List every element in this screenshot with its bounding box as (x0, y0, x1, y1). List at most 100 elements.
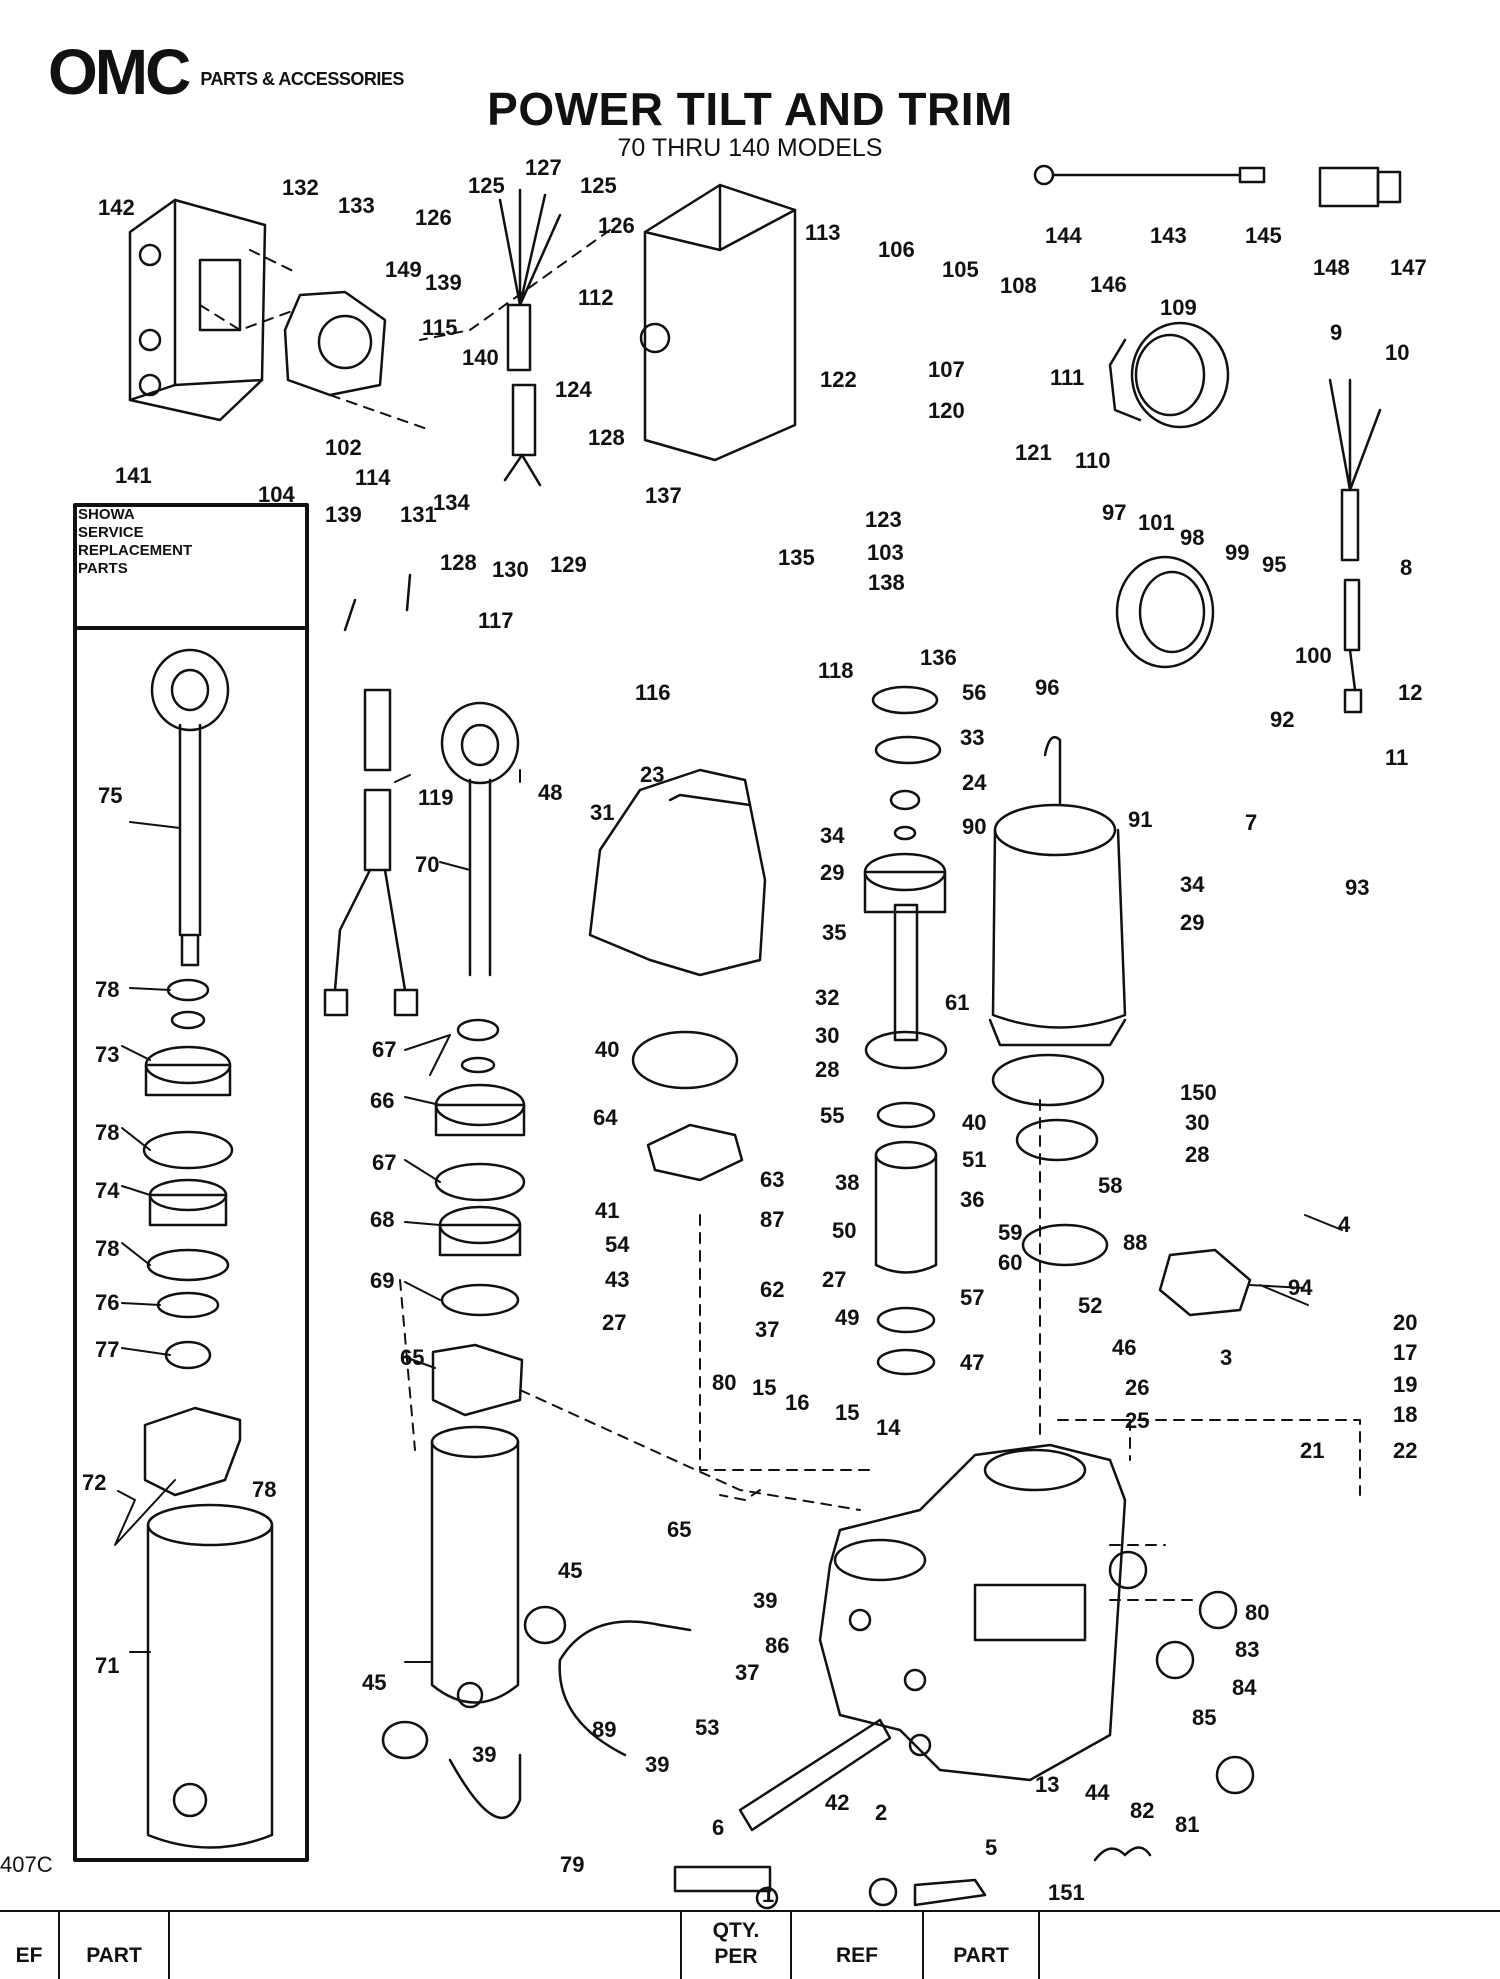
callout-100: 100 (1295, 643, 1332, 668)
callout-59: 59 (998, 1220, 1022, 1245)
callout-105: 105 (942, 257, 979, 282)
line-89 (558, 1620, 692, 1757)
callout-99: 99 (1225, 540, 1249, 565)
assembly-line-8 (249, 249, 431, 431)
callout-103: 103 (867, 540, 904, 565)
callout-69: 69 (370, 1268, 394, 1293)
callout-94: 94 (1288, 1275, 1313, 1300)
trailer-harness (1328, 378, 1382, 714)
callout-126b: 126 (598, 213, 635, 238)
callout-55: 55 (820, 1103, 844, 1128)
callout-78d: 78 (252, 1477, 276, 1502)
callout-108: 108 (1000, 273, 1037, 298)
callout-60: 60 (998, 1250, 1022, 1275)
callout-70: 70 (415, 852, 439, 877)
assembly-line-3 (719, 1489, 761, 1501)
callout-31: 31 (590, 800, 614, 825)
callout-139a: 139 (425, 270, 462, 295)
callout-125a: 125 (468, 173, 505, 198)
manifold-88 (1021, 1223, 1109, 1267)
callout-104: 104 (258, 482, 295, 507)
cable-pair (323, 573, 419, 1017)
callout-145: 145 (1245, 223, 1282, 248)
callout-137: 137 (645, 483, 682, 508)
callout-136: 136 (920, 645, 957, 670)
callout-133: 133 (338, 193, 375, 218)
callout-50: 50 (832, 1218, 856, 1243)
callout-139b: 139 (325, 502, 362, 527)
callout-27b: 27 (602, 1310, 626, 1335)
callout-150: 150 (1180, 1080, 1217, 1105)
callout-39b: 39 (472, 1742, 496, 1767)
callout-82: 82 (1130, 1798, 1154, 1823)
callout-61: 61 (945, 990, 969, 1015)
callout-45a: 45 (558, 1558, 582, 1583)
panel-title-text: SHOWA SERVICE REPLACEMENT PARTS (78, 506, 193, 577)
callout-43: 43 (605, 1267, 629, 1292)
callout-135: 135 (778, 545, 815, 570)
callout-54: 54 (605, 1232, 630, 1257)
pump-stack (863, 685, 948, 1376)
o-ring-right (991, 1053, 1105, 1107)
callout-95: 95 (1262, 552, 1286, 577)
callout-129: 129 (550, 552, 587, 577)
callout-39c: 39 (645, 1752, 669, 1777)
callout-33: 33 (960, 725, 984, 750)
callout-128b: 128 (440, 550, 477, 575)
callout-71: 71 (95, 1653, 119, 1678)
callout-66: 66 (370, 1088, 394, 1113)
callout-56: 56 (962, 680, 986, 705)
lead-wires (1033, 164, 1402, 208)
callout-119: 119 (418, 785, 454, 810)
callout-29a: 29 (1180, 910, 1204, 935)
callout-147: 147 (1390, 255, 1427, 280)
callout-2: 2 (875, 1800, 887, 1825)
callout-29b: 29 (820, 860, 844, 885)
callout-121: 121 (1015, 440, 1052, 465)
callout-118: 118 (818, 658, 854, 683)
callout-46: 46 (1112, 1335, 1136, 1360)
col-description (170, 1912, 682, 1979)
callout-23: 23 (640, 762, 664, 787)
callout-27a: 27 (822, 1267, 846, 1292)
washer-1 (755, 1886, 779, 1910)
callout-22: 22 (1393, 1438, 1417, 1463)
callout-141: 141 (115, 463, 152, 488)
nut-2 (868, 1877, 898, 1907)
manual-valve (1158, 1248, 1252, 1317)
assembly-line-6 (419, 229, 611, 341)
callout-35: 35 (822, 920, 846, 945)
col-ref: EF (0, 1912, 60, 1979)
callout-134: 134 (433, 490, 470, 515)
page-title: POWER TILT AND TRIM (487, 83, 1013, 135)
callout-81: 81 (1175, 1812, 1199, 1837)
callout-131: 131 (400, 502, 437, 527)
callout-67a: 67 (372, 1037, 396, 1062)
callout-20: 20 (1393, 1310, 1417, 1335)
bolt-6 (673, 1865, 772, 1893)
callout-3: 3 (1220, 1345, 1232, 1370)
callout-18: 18 (1393, 1402, 1417, 1427)
main-housing (818, 1443, 1127, 1782)
callout-98: 98 (1180, 525, 1204, 550)
fitting-80a (1198, 1590, 1238, 1630)
callout-80b: 80 (1245, 1600, 1269, 1625)
bushing-45a (381, 1720, 429, 1760)
callout-40b: 40 (962, 1110, 986, 1135)
switch-housing (1115, 555, 1215, 669)
callout-21: 21 (1300, 1438, 1324, 1463)
callout-16: 16 (785, 1390, 809, 1415)
callout-63: 63 (760, 1167, 784, 1192)
callout-114: 114 (355, 465, 391, 490)
col-part-label: PART (86, 1944, 142, 1967)
callout-76: 76 (95, 1290, 119, 1315)
omc-brand: OMC PARTS & ACCESSORIES (48, 40, 404, 104)
callout-126a: 126 (415, 205, 452, 230)
callout-123: 123 (865, 507, 902, 532)
col-qty: QTY. PER (682, 1912, 792, 1979)
callout-79: 79 (560, 1852, 584, 1877)
col-part2-label: PART (953, 1944, 1009, 1967)
trim-gauge (1108, 321, 1230, 429)
relay-cover (639, 183, 797, 462)
